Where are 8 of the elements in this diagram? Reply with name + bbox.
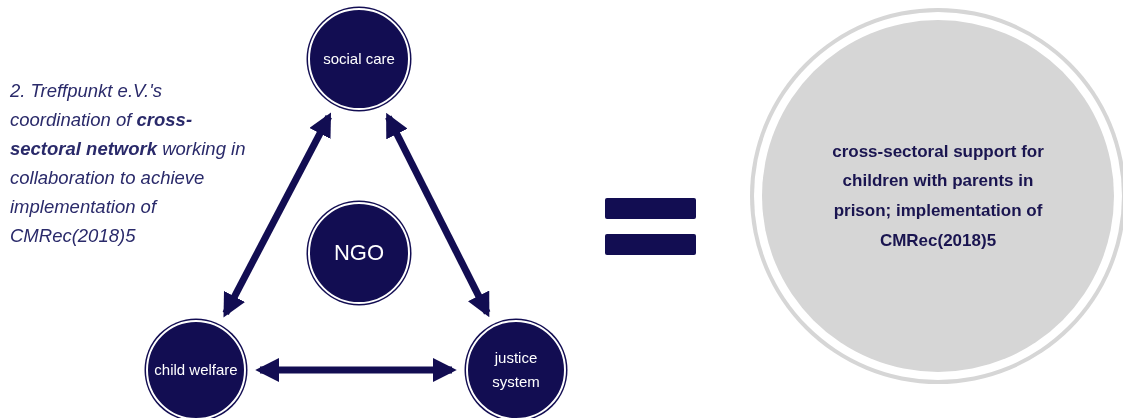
sector-circle: NGO — [308, 202, 410, 304]
note-text: 2. Treffpunkt e.V.'s coordination of cross-sectoral network working in collaboration to achieve implementation of CMRec(2018)5 — [10, 79, 246, 248]
sector-circle: justice system — [466, 320, 566, 418]
double-arrow — [385, 112, 491, 318]
double-arrow — [222, 112, 332, 318]
double-arrow — [255, 358, 457, 382]
sector-circle: social care — [308, 8, 410, 110]
sector-circle: child welfare — [146, 320, 246, 418]
